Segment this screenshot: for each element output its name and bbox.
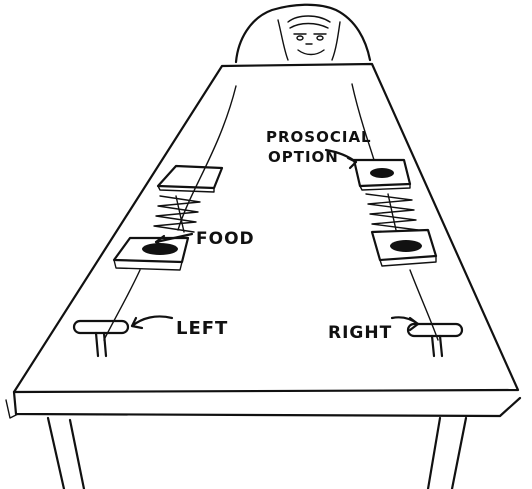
left-far-tray	[156, 164, 224, 193]
chimpanzee-figure	[234, 3, 372, 64]
annotation-arrows	[130, 148, 420, 332]
prosocial-label-line2: OPTION	[268, 148, 339, 166]
right-spring	[365, 193, 419, 231]
table-legs	[46, 416, 468, 489]
left-arrow	[130, 315, 174, 328]
right-label: RIGHT	[328, 323, 392, 343]
left-handle	[72, 319, 130, 358]
right-far-tray	[352, 158, 412, 191]
table-top	[5, 62, 522, 419]
food-label: FOOD	[196, 229, 255, 249]
left-food-item	[142, 243, 178, 255]
left-track	[103, 85, 237, 341]
left-spring	[153, 195, 201, 233]
left-near-tray	[112, 236, 190, 271]
right-track	[351, 83, 439, 341]
right-near-tray	[370, 228, 438, 267]
prosocial-label-line1: PROSOCIAL	[266, 128, 372, 146]
food-arrow	[154, 232, 194, 244]
right-handle	[406, 322, 464, 358]
left-label: LEFT	[176, 318, 228, 339]
right-far-food-item	[370, 168, 394, 178]
right-food-item	[390, 240, 422, 252]
